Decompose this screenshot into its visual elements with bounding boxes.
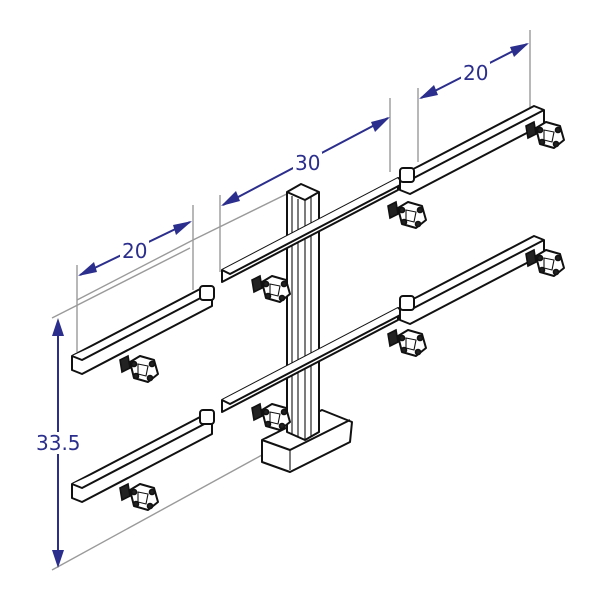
dimension-20-left	[78, 221, 192, 276]
lower-arm-row	[71, 235, 565, 511]
label-left-arm-width: 20	[120, 239, 150, 263]
label-overall-height: 33.5	[34, 431, 83, 455]
upper-arm-row	[71, 105, 565, 383]
label-center-arm-width: 30	[293, 151, 323, 175]
label-right-arm-width: 20	[461, 61, 491, 85]
